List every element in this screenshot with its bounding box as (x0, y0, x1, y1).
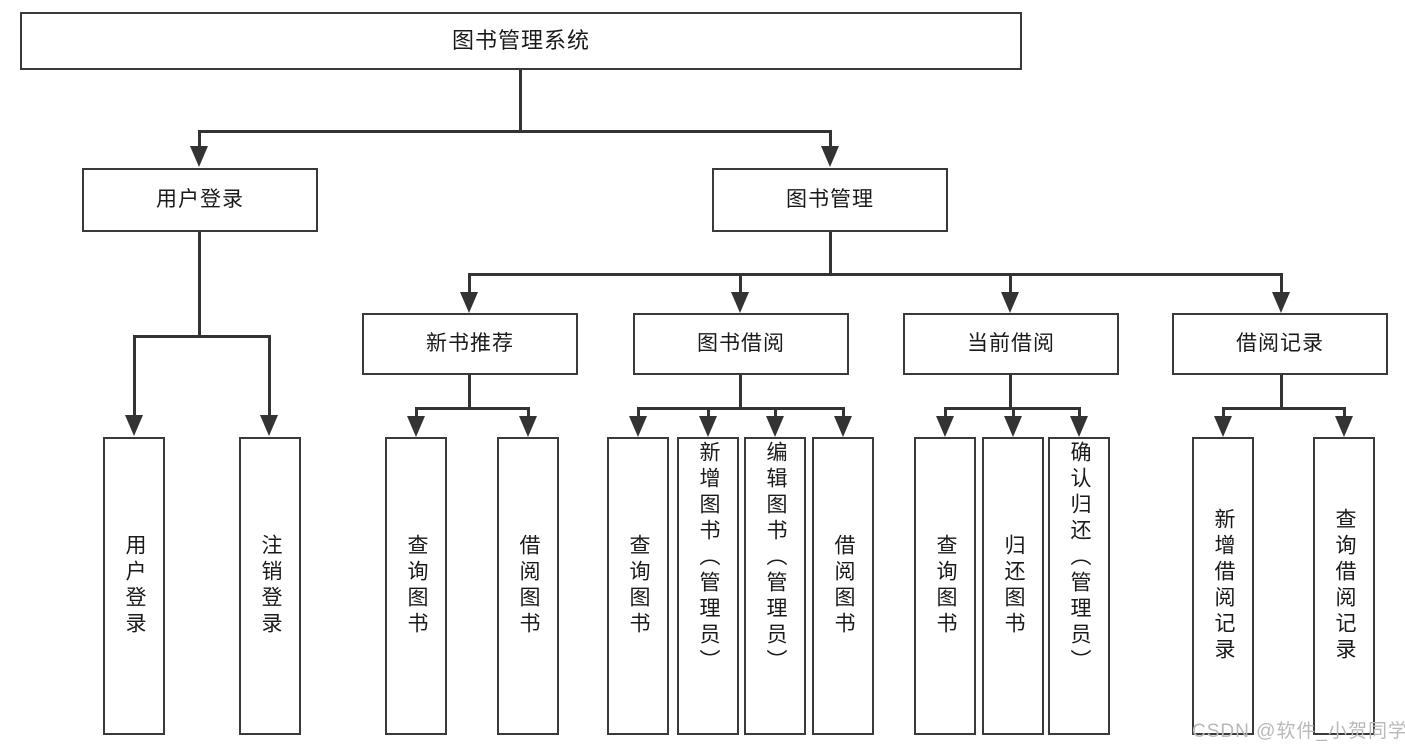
edge-user-login-stem (198, 232, 201, 338)
edge-new-book-drop-2 (527, 407, 530, 419)
edge-br-drop-2 (1343, 407, 1346, 419)
leaf-query-book-2[interactable]: 查询图书 (607, 437, 669, 735)
leaf-query-book-1[interactable]: 查询图书 (385, 437, 447, 735)
edge-bb-drop-3 (774, 407, 777, 419)
arrowhead-leaf-query-book-2 (629, 416, 647, 437)
leaf-label: 新增借阅记录 (1212, 508, 1236, 664)
arrowhead-current-borrow (1001, 292, 1019, 313)
leaf-label: 注销登录 (259, 534, 283, 638)
edge-bm-drop-borrow-record (1280, 273, 1283, 295)
edge-cb-drop-2 (1012, 407, 1015, 419)
arrowhead-leaf-user-login (125, 415, 143, 436)
node-label: 图书借阅 (697, 332, 785, 356)
node-book-management[interactable]: 图书管理 (712, 168, 948, 232)
leaf-return-book[interactable]: 归还图书 (982, 437, 1044, 735)
leaf-query-book-3[interactable]: 查询图书 (914, 437, 976, 735)
leaf-label: 查询图书 (934, 534, 958, 638)
arrowhead-leaf-query-book-1 (407, 416, 425, 437)
arrowhead-leaf-borrow-book-1 (519, 416, 537, 437)
leaf-add-record[interactable]: 新增借阅记录 (1192, 437, 1254, 735)
edge-book-management-stem (829, 232, 832, 276)
edge-current-borrow-stem (1009, 375, 1012, 410)
leaf-confirm-return[interactable]: 确认归还（管理员） (1048, 437, 1110, 735)
node-label: 新书推荐 (426, 332, 514, 356)
edge-bb-drop-4 (842, 407, 845, 419)
arrowhead-leaf-return-book (1004, 416, 1022, 437)
leaf-label: 查询图书 (405, 534, 429, 638)
leaf-query-record[interactable]: 查询借阅记录 (1313, 437, 1375, 735)
arrowhead-leaf-query-record (1335, 416, 1353, 437)
edge-user-login-bus (133, 335, 271, 338)
leaf-label: 借阅图书 (517, 534, 541, 638)
node-root-book-management-system[interactable]: 图书管理系统 (20, 12, 1022, 70)
leaf-label: 编辑图书（管理员） (764, 441, 788, 675)
node-label: 借阅记录 (1236, 332, 1324, 356)
leaf-user-login[interactable]: 用户登录 (103, 437, 165, 735)
edge-user-login-drop-1 (133, 335, 136, 417)
leaf-label: 确认归还（管理员） (1068, 441, 1092, 675)
edge-book-management-bus (468, 273, 1280, 276)
edge-bm-drop-new-book (468, 273, 471, 295)
leaf-edit-book[interactable]: 编辑图书（管理员） (744, 437, 806, 735)
leaf-label: 归还图书 (1002, 534, 1026, 638)
edge-root-to-book-management (829, 130, 832, 148)
leaf-add-book[interactable]: 新增图书（管理员） (677, 437, 739, 735)
arrowhead-to-user-login (190, 146, 208, 167)
edge-root-stem (519, 70, 522, 132)
edge-book-borrow-bus (637, 407, 845, 410)
edge-root-bus (198, 130, 832, 133)
node-book-borrow[interactable]: 图书借阅 (633, 313, 849, 375)
leaf-label: 借阅图书 (832, 534, 856, 638)
leaf-borrow-book-2[interactable]: 借阅图书 (812, 437, 874, 735)
arrowhead-leaf-query-book-3 (936, 416, 954, 437)
node-label: 用户登录 (156, 188, 244, 212)
node-label: 当前借阅 (967, 332, 1055, 356)
arrowhead-borrow-record (1272, 292, 1290, 313)
node-current-borrow[interactable]: 当前借阅 (903, 313, 1119, 375)
edge-bb-drop-2 (707, 407, 710, 419)
arrowhead-leaf-confirm-return (1070, 416, 1088, 437)
leaf-label: 用户登录 (123, 534, 147, 638)
arrowhead-leaf-edit-book (766, 416, 784, 437)
node-label: 图书管理系统 (451, 27, 590, 53)
node-new-book-recommend[interactable]: 新书推荐 (362, 313, 578, 375)
edge-cb-drop-1 (944, 407, 947, 419)
edge-root-to-user-login (198, 130, 201, 148)
edge-user-login-drop-2 (268, 335, 271, 417)
node-borrow-record[interactable]: 借阅记录 (1172, 313, 1388, 375)
arrowhead-leaf-borrow-book-2 (834, 416, 852, 437)
leaf-label: 查询借阅记录 (1333, 508, 1357, 664)
leaf-logout-login[interactable]: 注销登录 (239, 437, 301, 735)
edge-new-book-drop-1 (415, 407, 418, 419)
edge-book-borrow-stem (739, 375, 742, 410)
leaf-label: 查询图书 (627, 534, 651, 638)
edge-bb-drop-1 (637, 407, 640, 419)
edge-bm-drop-current-borrow (1009, 273, 1012, 295)
arrowhead-leaf-add-record (1214, 416, 1232, 437)
arrowhead-new-book-recommend (460, 292, 478, 313)
edge-borrow-record-bus (1222, 407, 1346, 410)
edge-borrow-record-stem (1280, 375, 1283, 410)
edge-new-book-bus (415, 407, 530, 410)
arrowhead-book-borrow (731, 292, 749, 313)
leaf-label: 新增图书（管理员） (697, 441, 721, 675)
arrowhead-leaf-logout-login (260, 415, 278, 436)
edge-cb-drop-3 (1078, 407, 1081, 419)
node-user-login[interactable]: 用户登录 (82, 168, 318, 232)
csdn-watermark: CSDN @软件_小贺同学 (1192, 721, 1405, 742)
edge-br-drop-1 (1222, 407, 1225, 419)
leaf-borrow-book-1[interactable]: 借阅图书 (497, 437, 559, 735)
arrowhead-leaf-add-book (699, 416, 717, 437)
arrowhead-to-book-management (821, 146, 839, 167)
node-label: 图书管理 (786, 188, 874, 212)
edge-new-book-stem (468, 375, 471, 410)
edge-bm-drop-book-borrow (739, 273, 742, 295)
